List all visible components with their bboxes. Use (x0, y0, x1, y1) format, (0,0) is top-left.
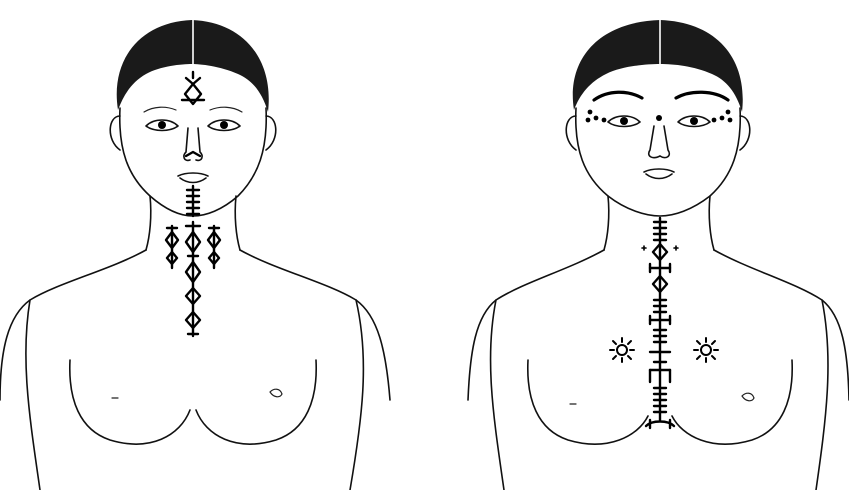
nose-tip-icon (186, 152, 200, 156)
pupil-right-icon (220, 121, 228, 129)
neck-right-icon (709, 196, 714, 250)
figure-right-drawing (424, 0, 849, 490)
brow-arc-icon (676, 92, 728, 100)
ear-right-icon (266, 116, 276, 150)
figure-left (0, 0, 424, 490)
navel-bracket-icon (646, 420, 674, 428)
neck-left-icon (604, 196, 609, 250)
breast-right-icon (672, 360, 792, 444)
ear-left-icon (566, 116, 576, 150)
brow-right-icon (210, 107, 242, 112)
ear-left-icon (110, 116, 120, 150)
pupil-left-icon (158, 121, 166, 129)
face-outline-icon (576, 108, 740, 216)
sternum-chain-icon (650, 218, 670, 420)
brow-dot-icon (656, 115, 662, 121)
nipple-right-icon (742, 393, 754, 401)
arm-left-icon (491, 300, 504, 490)
forehead-diamond-icon (182, 72, 204, 104)
arm-left-icon (26, 300, 40, 490)
sun-motif-icon (694, 338, 718, 362)
shoulder-right-icon (240, 250, 390, 400)
pupil-left-icon (620, 117, 628, 125)
breast-right-icon (196, 360, 316, 444)
figure-right (424, 0, 849, 490)
ear-right-icon (740, 116, 750, 150)
arm-right-icon (816, 300, 828, 490)
brow-arc-icon (594, 92, 642, 100)
pupil-right-icon (690, 117, 698, 125)
breast-left-icon (528, 360, 648, 444)
shoulder-left-icon (468, 250, 604, 400)
nipple-right-icon (270, 389, 282, 397)
mouth-icon (644, 169, 674, 179)
breast-left-icon (70, 360, 190, 444)
chin-ladder-icon (187, 186, 199, 216)
shoulder-right-icon (714, 250, 849, 400)
neck-left-icon (146, 196, 151, 250)
brow-left-icon (144, 107, 176, 112)
sun-motif-icon (610, 338, 634, 362)
neck-right-icon (235, 196, 240, 250)
arm-right-icon (350, 300, 363, 490)
figure-left-drawing (0, 0, 424, 490)
shoulder-left-icon (0, 250, 146, 400)
nose-icon (649, 126, 670, 158)
neck-diamond-chain-icon (166, 222, 220, 336)
mouth-icon (178, 173, 208, 183)
